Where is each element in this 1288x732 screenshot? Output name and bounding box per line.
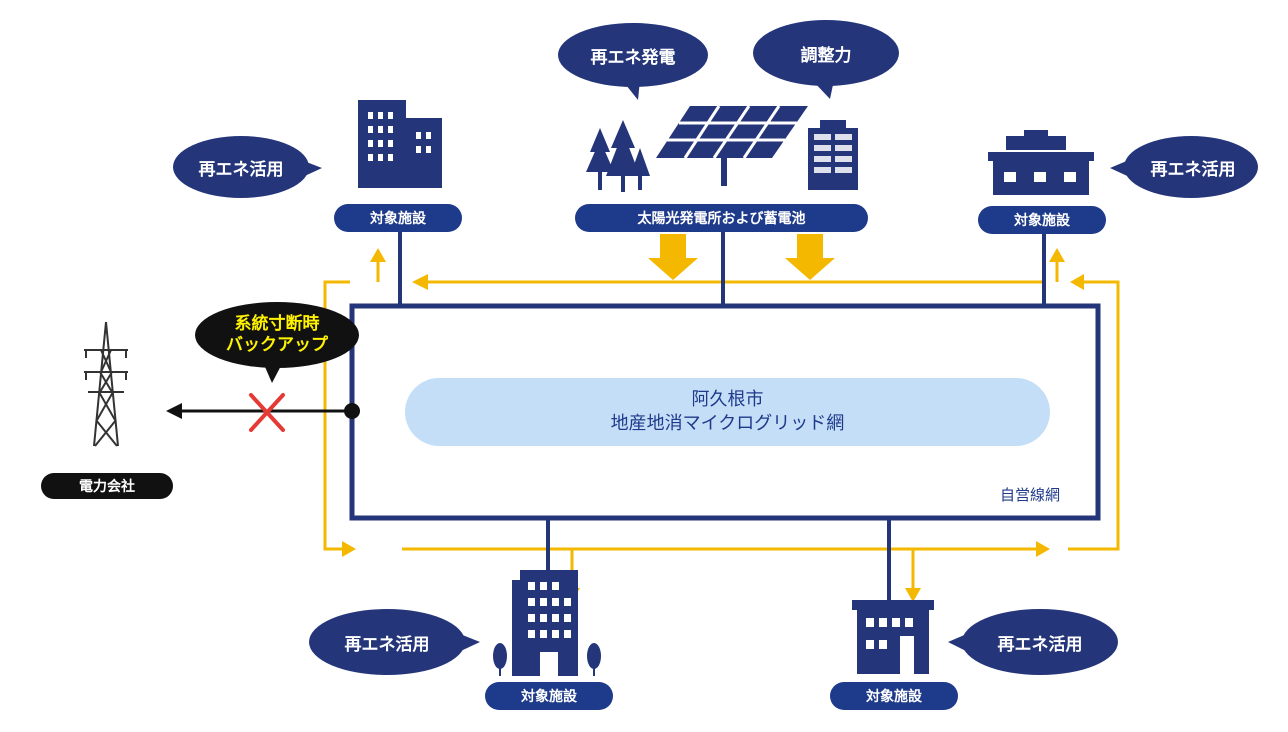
flow-line-right <box>1068 280 1120 551</box>
backup-line2: バックアップ <box>226 335 328 355</box>
grid-connections <box>398 232 1046 610</box>
flow-line-left-down <box>323 280 350 551</box>
facility-label-bottom-left: 対象施設 <box>485 682 613 710</box>
bubble-renewable-generation <box>558 23 708 87</box>
utility-arrowhead <box>166 403 182 419</box>
shop-icon <box>988 130 1094 195</box>
hospital-icon <box>493 570 601 676</box>
supply-arrows <box>648 234 835 280</box>
bubble-facility-top-right <box>1124 136 1258 198</box>
utility-label: 電力会社 <box>41 473 173 499</box>
utility-junction-dot <box>344 403 360 419</box>
bubble-facility-bottom-right-text: 再エネ活用 <box>997 634 1083 655</box>
bubble-adjustment-text: 調整力 <box>800 45 852 66</box>
generation-label: 太陽光発電所および蓄電池 <box>575 204 868 232</box>
network-label: 自営線網 <box>1000 486 1061 504</box>
disconnect-x-icon <box>249 393 285 432</box>
flow-arrowhead-to-top-right-facility <box>1049 248 1065 262</box>
flow-arrowhead-to-top-left-facility <box>370 248 386 262</box>
office-windows <box>368 112 431 161</box>
bubble-facility-top-left <box>173 136 309 198</box>
grid-name: 阿久根市 地産地消マイクログリッド網 <box>405 378 1050 446</box>
bubble-facility-bottom-left-text: 再エネ活用 <box>344 634 430 655</box>
backup-bubble-text: 系統寸断時 バックアップ <box>196 306 358 364</box>
speech-bubbles <box>173 20 1258 675</box>
tree-icon <box>586 120 650 192</box>
bubble-renewable-generation-text: 再エネ発電 <box>590 47 676 68</box>
bubble-adjustment <box>753 20 899 86</box>
battery-icon <box>808 120 858 190</box>
bubble-facility-bottom-right <box>962 609 1118 675</box>
facility-label-top-left: 対象施設 <box>334 204 462 232</box>
solar-panel-icon <box>656 106 808 186</box>
solar-panel-grid <box>667 105 797 159</box>
utility-link <box>166 393 360 432</box>
flow-arrowhead-bottom-left <box>342 541 356 557</box>
facility-label-top-right: 対象施設 <box>978 206 1106 234</box>
grid-name-line1: 阿久根市 <box>691 388 764 410</box>
flow-arrowhead-top-left <box>412 274 428 290</box>
facility-label-bottom-right: 対象施設 <box>830 682 958 710</box>
power-tower-icon <box>84 321 128 447</box>
supply-arrow-solar <box>648 234 698 280</box>
flow-arrowhead-right <box>1070 274 1084 290</box>
small-office-icon <box>852 600 934 674</box>
grid-name-pill <box>405 378 1050 446</box>
backup-line1: 系統寸断時 <box>234 313 320 334</box>
bubble-facility-top-right-text: 再エネ活用 <box>1150 159 1236 180</box>
supply-arrow-battery <box>785 234 835 280</box>
bubble-facility-top-left-text: 再エネ活用 <box>198 159 284 180</box>
bubble-facility-bottom-left <box>309 609 465 675</box>
flow-arrowhead-bottom-right <box>1036 541 1050 557</box>
grid-name-line2: 地産地消マイクログリッド網 <box>610 413 845 434</box>
flow-arrowhead-to-bottom-right-facility <box>905 588 921 602</box>
backup-bubble <box>195 302 359 383</box>
